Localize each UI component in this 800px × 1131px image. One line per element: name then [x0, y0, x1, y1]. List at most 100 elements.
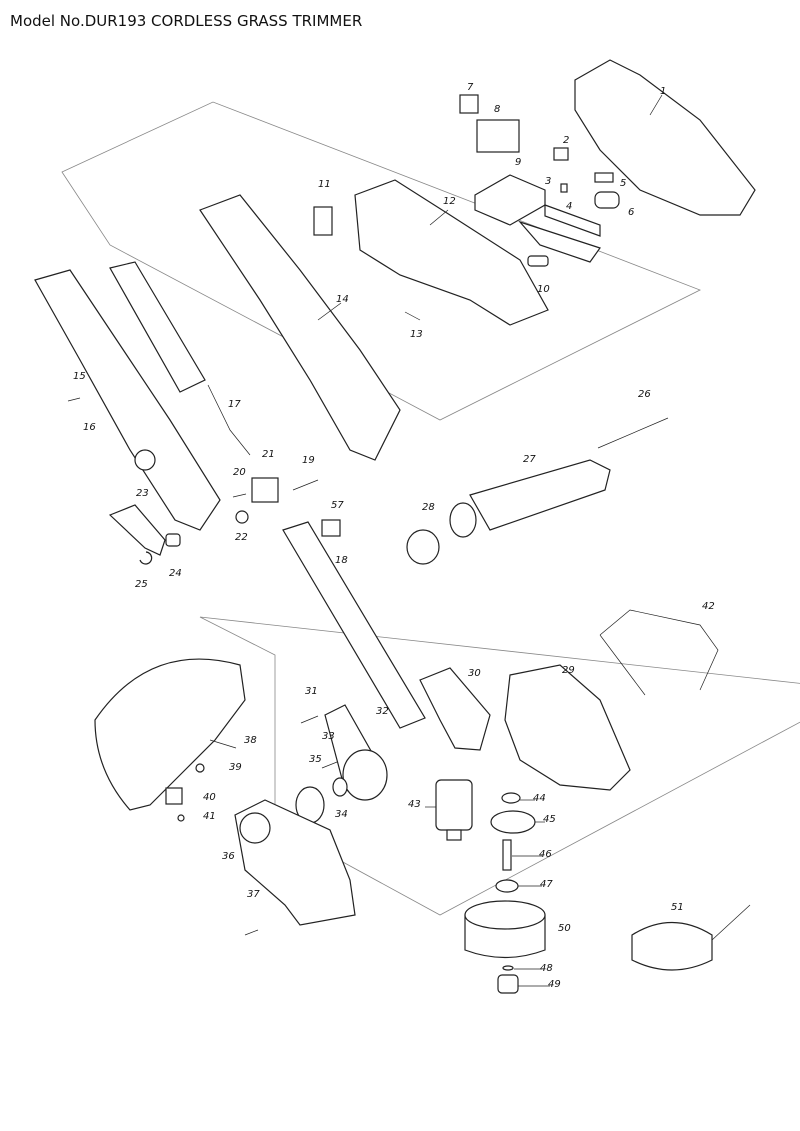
part-label-20: 20 — [233, 467, 246, 478]
part-label-12: 12 — [443, 196, 456, 207]
part-label-34: 34 — [335, 809, 348, 820]
part-label-44: 44 — [533, 793, 546, 804]
part-29-motor-housing — [504, 664, 631, 791]
part-40-bracket — [165, 787, 183, 805]
part-10-cap — [527, 255, 549, 267]
part-label-14: 14 — [336, 294, 349, 305]
part-label-6: 6 — [628, 207, 635, 218]
part-6-button — [594, 191, 620, 209]
part-16-shaft-housing — [34, 269, 221, 531]
part-label-21: 21 — [262, 449, 275, 460]
part-label-22: 22 — [235, 532, 248, 543]
gear-housing-group-outline — [199, 616, 800, 916]
part-36-boss — [239, 812, 271, 844]
part-34-spring — [332, 777, 348, 797]
part-3-spring — [560, 183, 568, 193]
page-title: Model No.DUR193 CORDLESS GRASS TRIMMER — [10, 12, 363, 30]
part-44-bearing — [501, 792, 521, 804]
part-label-2: 2 — [563, 135, 570, 146]
part-label-16: 16 — [83, 422, 96, 433]
part-20-screw — [232, 493, 247, 498]
part-11-label — [313, 206, 333, 236]
part-26-bolt — [597, 417, 669, 449]
part-51-line — [711, 904, 751, 941]
part-label-13: 13 — [410, 329, 423, 340]
part-label-30: 30 — [468, 668, 481, 679]
part-label-31: 31 — [305, 686, 318, 697]
part-23-lever — [108, 504, 166, 556]
part-46-spindle — [502, 839, 512, 871]
part-5-spring — [594, 172, 614, 183]
part-label-26: 26 — [638, 389, 651, 400]
part-label-25: 25 — [135, 579, 148, 590]
part-label-33: 33 — [322, 731, 335, 742]
part-25-clip — [139, 551, 153, 565]
part-label-28: 28 — [422, 502, 435, 513]
part-39-screw — [195, 763, 205, 773]
part-label-37: 37 — [247, 889, 260, 900]
part-57-label — [321, 519, 341, 537]
part-48-ring — [502, 965, 514, 971]
part-31-screw — [300, 715, 319, 724]
part-label-23: 23 — [136, 488, 149, 499]
part-label-29: 29 — [562, 665, 575, 676]
part-label-39: 39 — [229, 762, 242, 773]
part-38-guard — [94, 658, 246, 811]
part-42-guard-wire — [599, 609, 719, 696]
part-label-10: 10 — [537, 284, 550, 295]
part-7-label — [459, 94, 479, 114]
part-label-43: 43 — [408, 799, 421, 810]
part-label-48: 48 — [540, 963, 553, 974]
part-37-screw — [244, 929, 259, 936]
part-label-41: 41 — [203, 811, 216, 822]
part-4-lever — [544, 204, 601, 237]
part-18-shaft — [282, 521, 426, 729]
part-10-lock — [518, 220, 601, 263]
part-label-51: 51 — [671, 902, 684, 913]
part-label-46: 46 — [539, 849, 552, 860]
part-9-terminal — [474, 174, 546, 226]
part-label-42: 42 — [702, 601, 715, 612]
part-label-15: 15 — [73, 371, 86, 382]
part-12-handle-cover — [354, 179, 549, 326]
part-28-knob — [406, 529, 440, 565]
part-label-36: 36 — [222, 851, 235, 862]
part-label-11: 11 — [318, 179, 331, 190]
handle-group-outline — [61, 101, 701, 421]
part-label-9: 9 — [515, 157, 522, 168]
part-label-3: 3 — [545, 176, 552, 187]
part-41-screw — [177, 814, 185, 822]
part-label-49: 49 — [548, 979, 561, 990]
part-14-shaft-cover — [199, 194, 401, 461]
part-19-screw — [292, 479, 319, 491]
part-label-8: 8 — [494, 104, 501, 115]
part-label-18: 18 — [335, 555, 348, 566]
part-label-35: 35 — [309, 754, 322, 765]
part-label-32: 32 — [376, 706, 389, 717]
part-label-27: 27 — [523, 454, 536, 465]
part-label-1: 1 — [660, 86, 667, 97]
part-30-shaft-coupler — [419, 667, 491, 751]
part-8-switch — [476, 119, 520, 153]
part-16-knob — [134, 449, 156, 471]
part-51-spool — [631, 921, 713, 971]
part-label-45: 45 — [543, 814, 556, 825]
part-32-gear-ring — [342, 749, 388, 801]
part-43-motor — [435, 779, 473, 831]
part-43-pinion — [446, 829, 462, 841]
part-21-block — [251, 477, 279, 503]
part-label-38: 38 — [244, 735, 257, 746]
part-24-collar — [165, 533, 181, 547]
part-1-housing-half — [574, 59, 756, 216]
part-17-inner-piece — [109, 261, 206, 393]
part-label-5: 5 — [620, 178, 627, 189]
part-label-7: 7 — [467, 82, 474, 93]
part-2-switch — [553, 147, 569, 161]
part-45-gear — [490, 810, 536, 834]
part-33-screw — [321, 761, 338, 769]
part-label-47: 47 — [540, 879, 553, 890]
part-49-spring — [497, 974, 519, 994]
part-label-24: 24 — [169, 568, 182, 579]
